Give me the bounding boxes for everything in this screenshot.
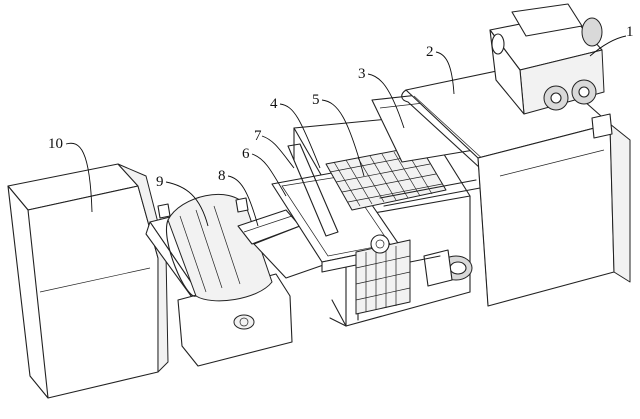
leader-1 [589,35,627,57]
label-9: 9 [156,174,164,190]
label-5: 5 [312,92,320,108]
component-9-roller-drum [145,193,293,367]
label-4: 4 [270,96,278,112]
leader-10 [65,142,93,213]
leader-lines [65,35,627,227]
label-6: 6 [242,146,250,162]
label-8: 8 [218,168,226,184]
leader-2 [435,51,455,95]
label-7: 7 [254,128,262,144]
leader-7 [261,135,295,169]
leader-5 [321,99,365,177]
label-3: 3 [358,66,366,82]
leader-9 [165,181,209,227]
component-1-gear-head [489,3,613,139]
leader-6 [251,153,287,197]
leader-8 [227,175,259,227]
leader-4 [279,103,321,169]
label-2: 2 [426,44,434,60]
label-1: 1 [626,24,634,40]
leader-3 [367,73,405,129]
component-frame-mesh-trays [271,115,481,327]
component-labels: 1 2 3 4 5 6 7 8 9 10 [48,24,634,190]
label-10: 10 [48,136,63,152]
component-10-cabinet [7,163,169,399]
